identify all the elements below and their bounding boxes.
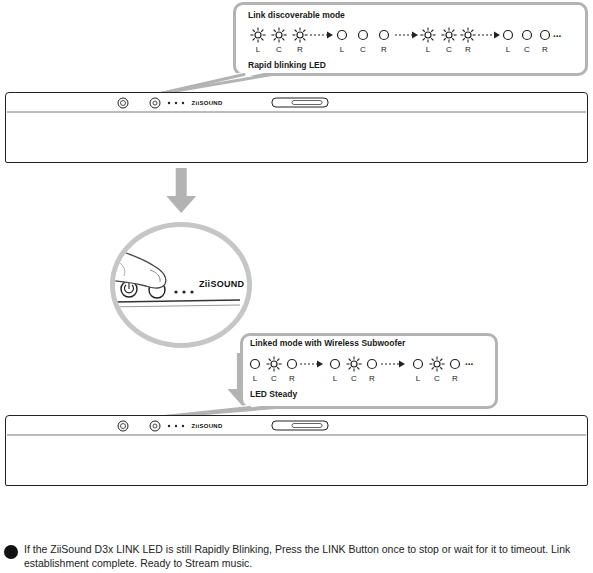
led-letter: C	[276, 46, 282, 55]
callout-bubble: Linked mode with Wireless SubwooferLED S…	[240, 333, 498, 409]
soundbar: ZiiSOUND	[5, 92, 588, 163]
ellipsis: ...	[465, 356, 473, 367]
led-letter: R	[289, 375, 295, 384]
brand-logo: ZiiSOUND	[192, 100, 223, 107]
mode-heading: Linked mode with Wireless Subwoofer	[250, 339, 405, 349]
led-letter: R	[381, 46, 387, 55]
led-letter: C	[446, 46, 452, 55]
sequence-arrow	[381, 361, 405, 368]
led-off	[251, 360, 260, 369]
led-letter: L	[340, 46, 344, 55]
led-letter: C	[524, 46, 530, 55]
led-off	[380, 31, 389, 40]
led-letter: C	[360, 46, 366, 55]
led-blinking	[429, 356, 444, 371]
led-letter: R	[297, 46, 303, 55]
led-letter: L	[333, 375, 337, 384]
led-off	[331, 360, 340, 369]
finger-press-illustration	[110, 246, 240, 307]
led-blinking	[250, 27, 265, 42]
callout-bubble: Link discoverable modeRapid blinking LED	[233, 2, 588, 76]
led-off	[504, 31, 513, 40]
note-text: If the ZiiSound D3x LINK LED is still Ra…	[24, 542, 586, 570]
led-letter: L	[256, 46, 260, 55]
mode-caption: LED Steady	[250, 390, 297, 400]
led-letter: C	[434, 375, 440, 384]
brand-logo: ZiiSOUND	[192, 423, 223, 430]
mode-heading: Link discoverable mode	[248, 11, 345, 21]
led-letter: L	[426, 46, 430, 55]
brand-logo: ZiiSOUND	[199, 279, 244, 289]
callout-pointer	[158, 72, 272, 95]
led-blinking	[441, 27, 456, 42]
led-off	[359, 31, 368, 40]
sequence-arrow	[310, 32, 333, 39]
control-panel	[7, 98, 586, 112]
magnifier-circle: ZiiSOUND	[110, 222, 252, 348]
led-letter: R	[452, 375, 458, 384]
sequence-arrow	[395, 32, 418, 39]
led-off	[414, 360, 423, 369]
led-off	[451, 360, 460, 369]
led-letter: R	[369, 375, 375, 384]
led-blinking	[271, 27, 286, 42]
led-off	[338, 31, 347, 40]
led-letter: R	[542, 46, 548, 55]
led-letter: C	[271, 375, 277, 384]
led-off	[288, 360, 297, 369]
flow-arrow	[176, 168, 187, 196]
led-letter: L	[416, 375, 420, 384]
led-off	[523, 31, 532, 40]
led-blinking	[346, 356, 361, 371]
soundbar: ZiiSOUND	[5, 415, 588, 486]
led-letter: R	[465, 46, 471, 55]
led-blinking	[292, 27, 307, 42]
led-letter: C	[351, 375, 357, 384]
led-letter: L	[506, 46, 510, 55]
ellipsis: ...	[553, 28, 561, 39]
led-blinking	[420, 27, 435, 42]
led-blinking	[460, 27, 475, 42]
sequence-arrow	[300, 361, 323, 368]
led-off	[368, 360, 377, 369]
led-blinking	[266, 356, 281, 371]
sequence-arrow	[478, 32, 500, 39]
control-panel	[7, 421, 586, 435]
led-off	[541, 31, 550, 40]
led-letter: L	[253, 375, 257, 384]
bullet-dot	[4, 545, 18, 559]
mode-caption: Rapid blinking LED	[248, 61, 326, 71]
